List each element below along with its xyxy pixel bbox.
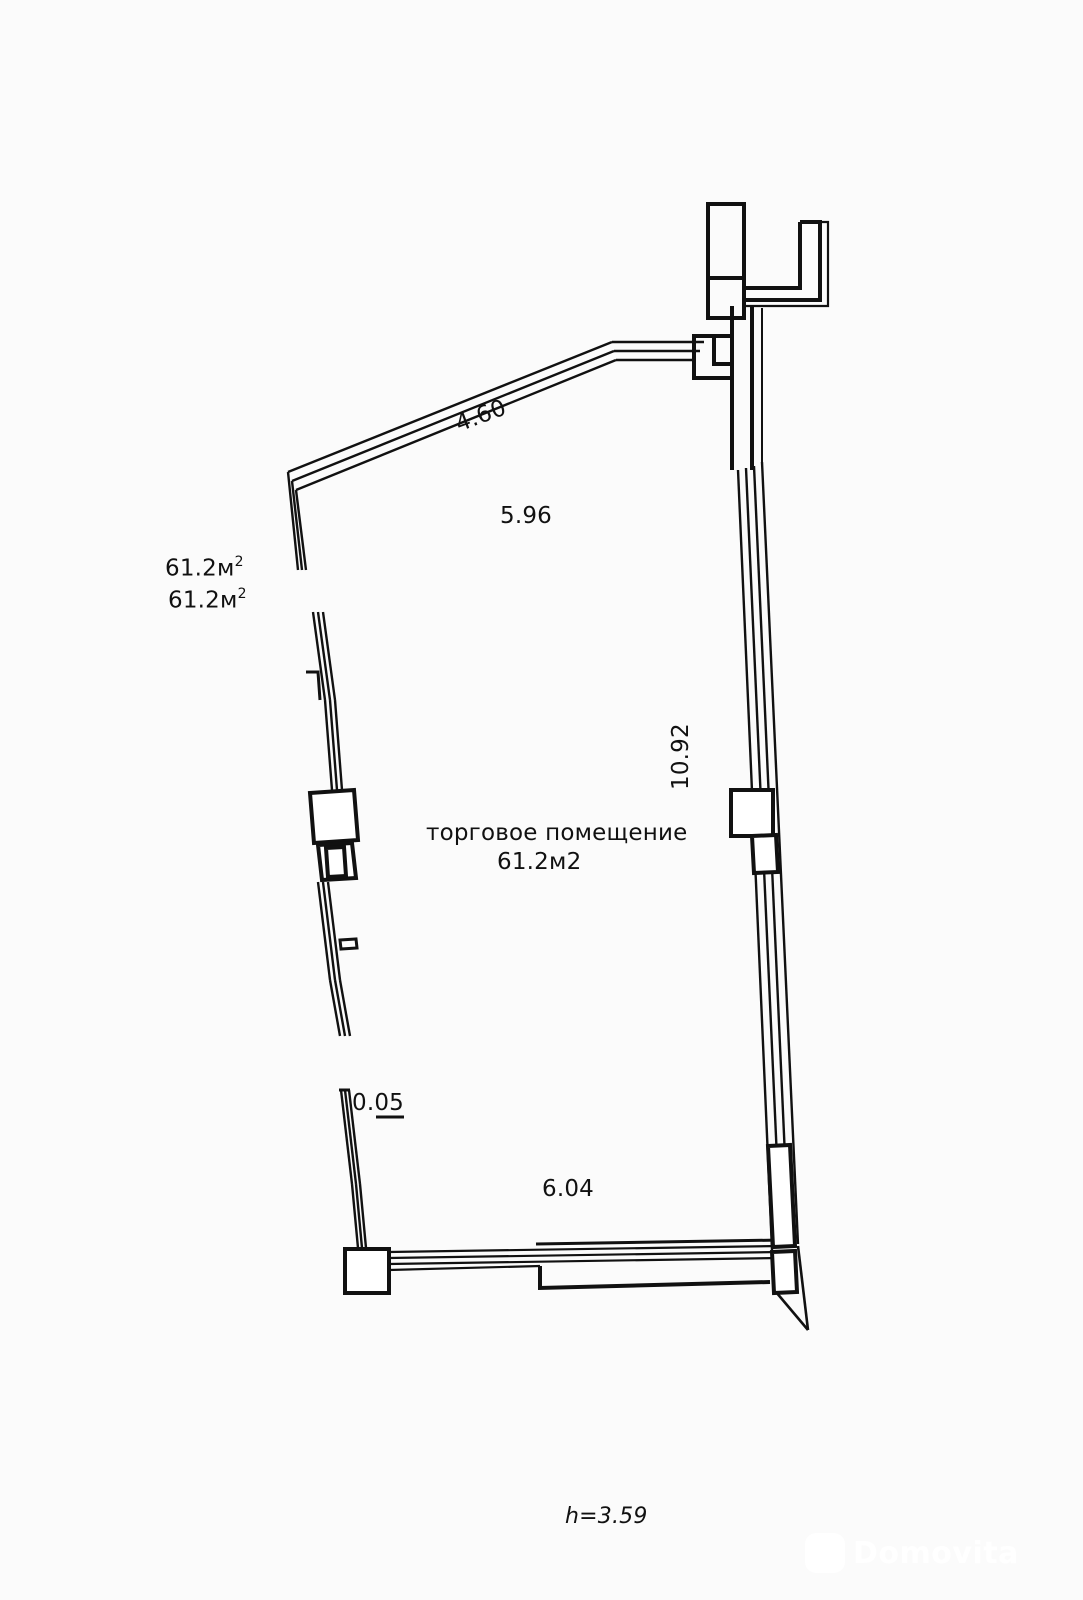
- left-slanted-wall-upper: [311, 611, 337, 701]
- left-wall-door-niche: [307, 787, 361, 883]
- area-label-1: 61.2м2: [165, 554, 244, 582]
- offset-dimension-0-05: [339, 1088, 404, 1185]
- right-wall-window-upper: [729, 788, 775, 838]
- watermark-text: Domovita: [853, 1535, 1019, 1571]
- top-diagonal-wall: [287, 340, 617, 492]
- area-label-2: 61.2м2: [168, 586, 247, 614]
- right-spine-wall: [730, 306, 754, 470]
- upper-left-wall-stub: [286, 471, 308, 571]
- left-slanted-wall-lower: [316, 881, 342, 981]
- niche-outer-box: [307, 787, 361, 846]
- bottom-right-angled-tail: [775, 1245, 810, 1331]
- wall-hook-inner: [744, 222, 802, 290]
- dimension-label-offset: 0.05: [352, 1090, 405, 1116]
- left-wall-bottom-segment: [328, 979, 352, 1037]
- bottom-wall-step: [535, 1238, 783, 1291]
- niche-leaf: [323, 844, 349, 880]
- room-name-label: торговое помещение: [426, 820, 688, 846]
- left-wall-to-column: [350, 1183, 368, 1249]
- dimension-label-top: 5.96: [500, 503, 553, 529]
- left-slanted-wall-mid: [323, 699, 344, 791]
- dimension-label-right: 10.92: [668, 723, 694, 790]
- top-right-structure: [706, 202, 830, 320]
- room-area-label: 61.2м2: [497, 849, 582, 875]
- watermark: Domovita: [806, 1534, 1019, 1572]
- wall-niche-lower: [706, 276, 746, 320]
- circle-logo-icon: [806, 1534, 844, 1572]
- dimension-label-bottom: 6.04: [542, 1176, 595, 1202]
- wall-hook-outer: [744, 220, 822, 302]
- spine-niche: [692, 334, 732, 380]
- left-wall-lower-jog: [338, 937, 359, 951]
- wall-niche-upper: [706, 202, 746, 280]
- left-wall-jog: [306, 670, 322, 701]
- right-wall-pilaster-lower: [765, 1142, 798, 1250]
- right-wall-window-lower: [749, 832, 781, 876]
- ceiling-height-label: h=3.59: [565, 1504, 648, 1529]
- bottom-left-column: [343, 1247, 391, 1295]
- wall-hook-edge: [744, 220, 830, 308]
- top-horizontal-wall: [612, 340, 704, 362]
- bottom-right-corner-block: [769, 1248, 800, 1296]
- bottom-wall: [388, 1244, 781, 1272]
